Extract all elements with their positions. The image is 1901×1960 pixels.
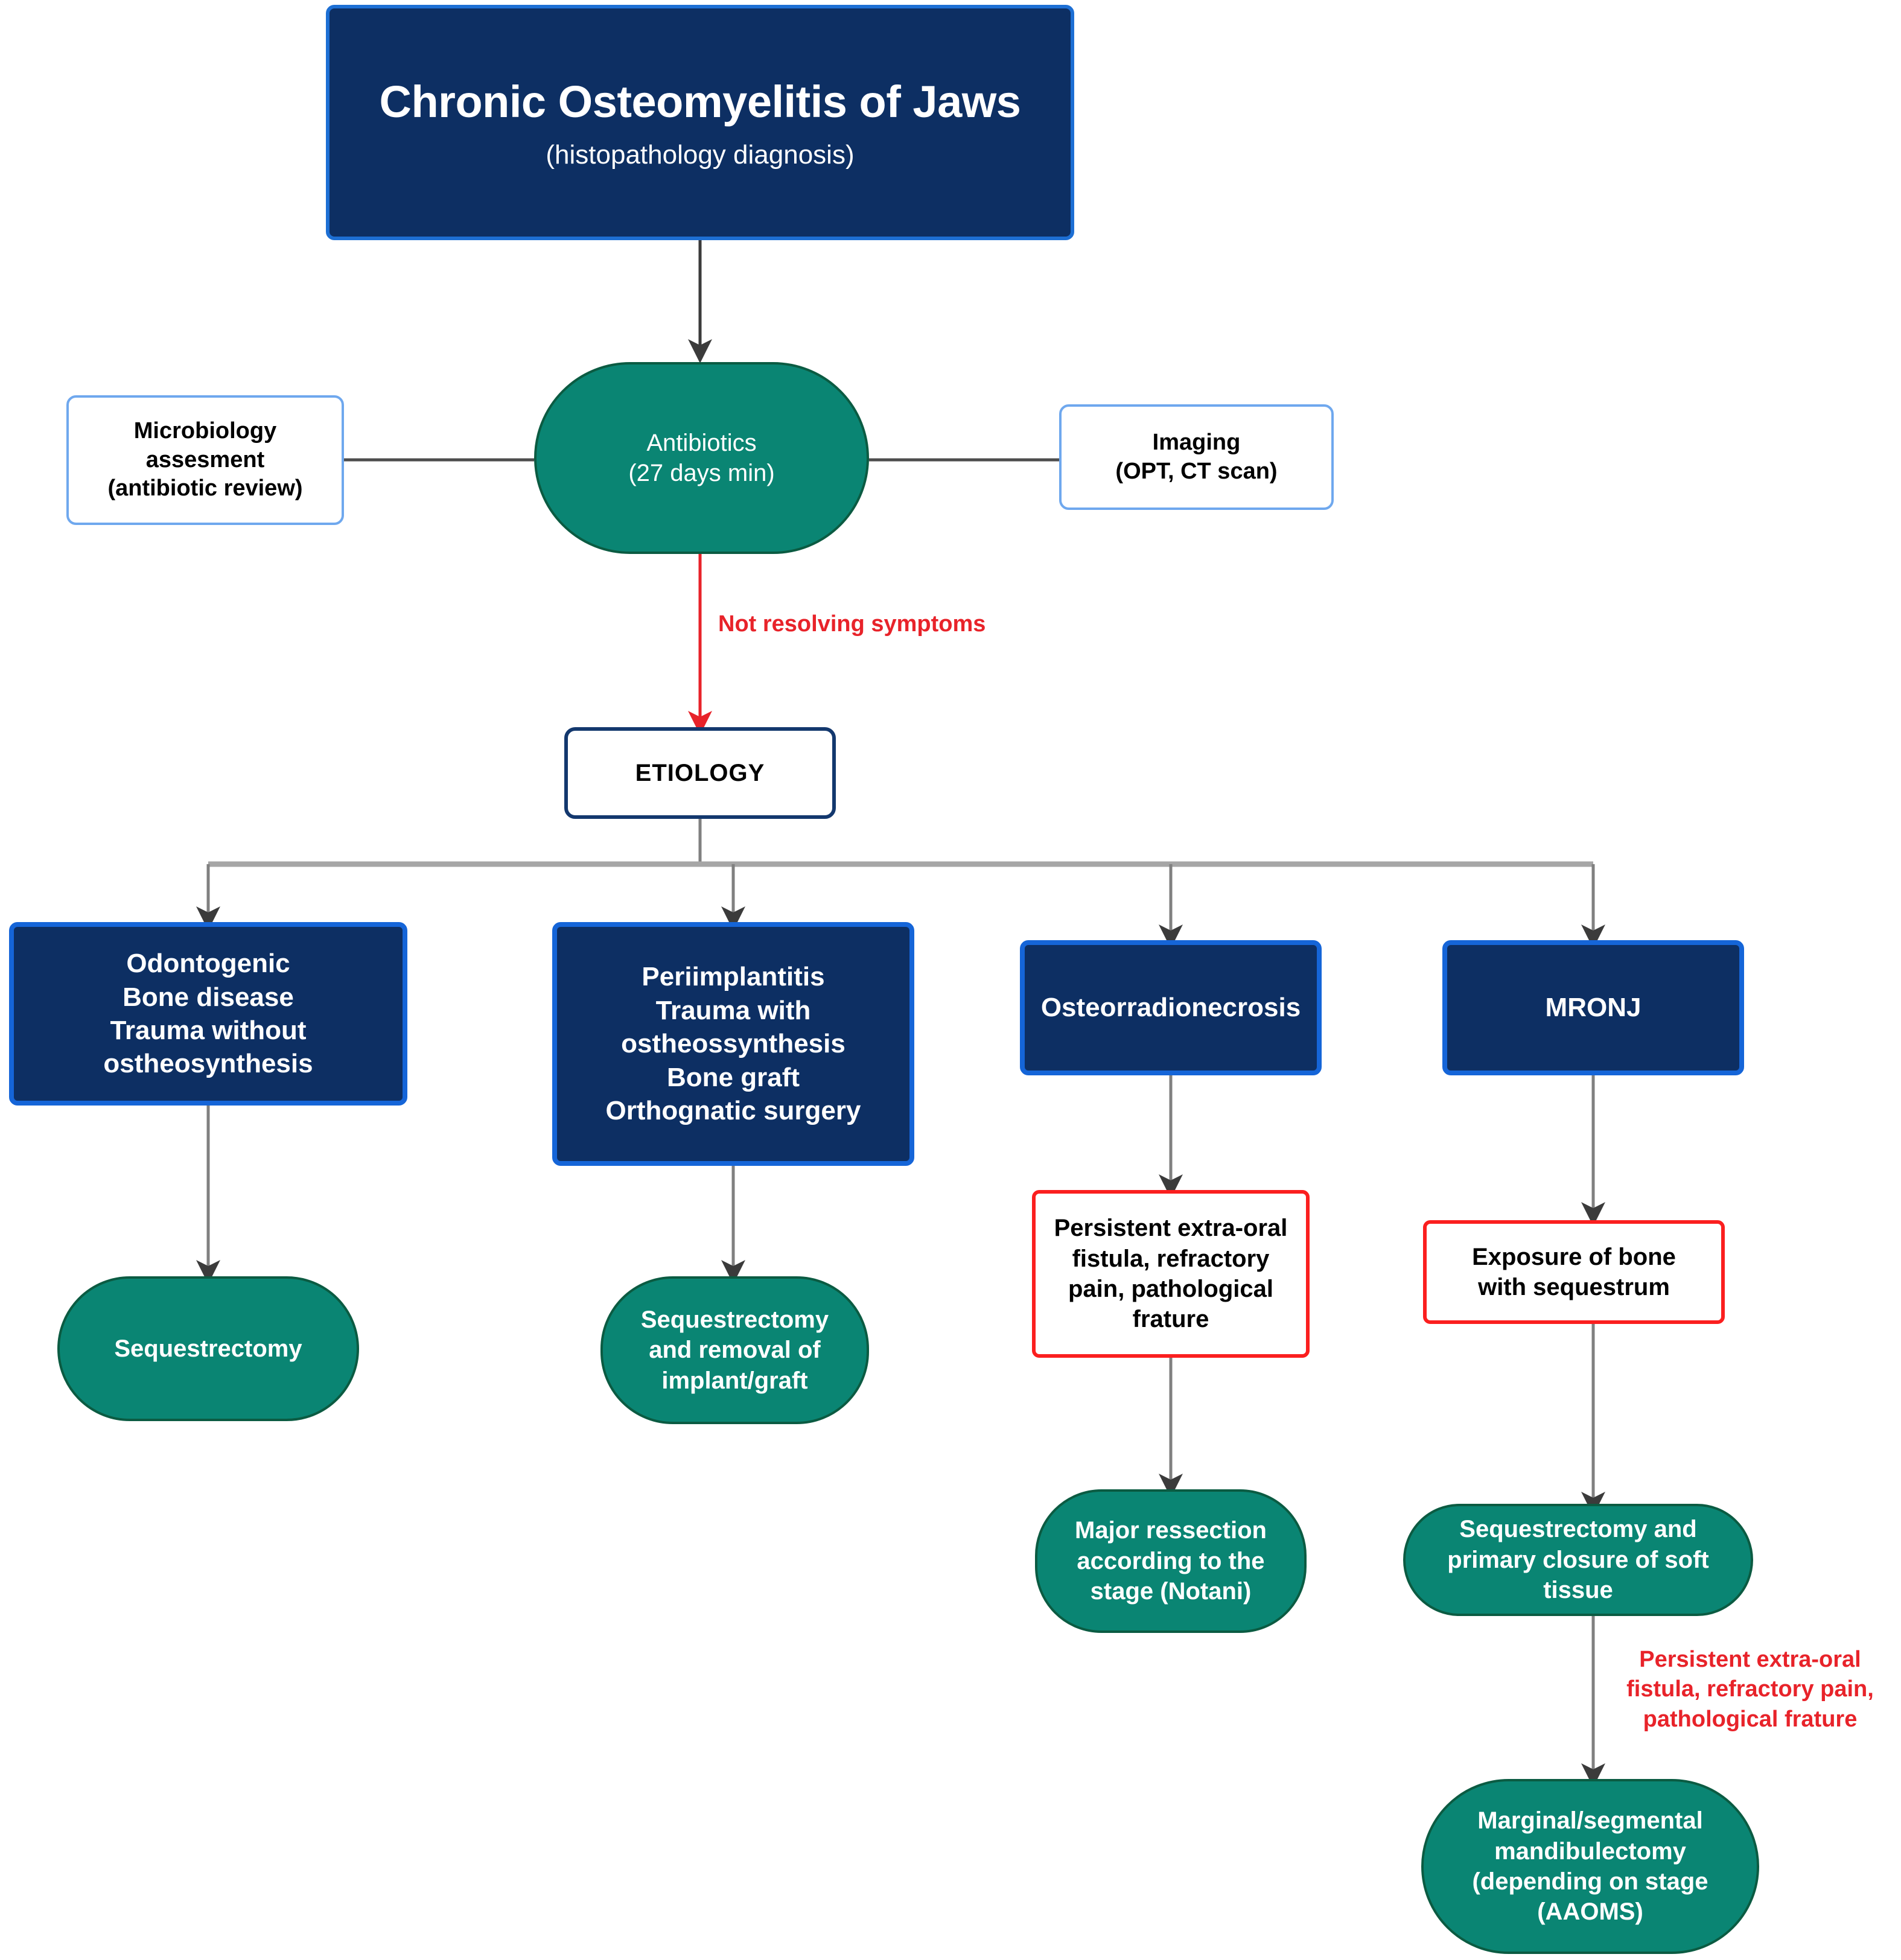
node-cause-osteoradionecrosis: Osteorradionecrosis [1020,940,1322,1075]
node-cause-mronj: MRONJ [1442,940,1744,1075]
node-microbiology-assessment: Microbiology assesment (antibiotic revie… [66,395,344,525]
node-criteria-mronj: Exposure of bone with sequestrum [1423,1220,1725,1324]
node-criteria-osteoradionecrosis: Persistent extra-oral fistula, refractor… [1032,1190,1310,1358]
node-treatment-mandibulectomy: Marginal/segmental mandibulectomy (depen… [1421,1779,1759,1954]
node-imaging: Imaging (OPT, CT scan) [1059,404,1334,510]
edge-label-mronj-escalation: Persistent extra-oral fistula, refractor… [1626,1647,1874,1732]
node-treatment-major-resection: Major ressection according to the stage … [1035,1489,1307,1633]
node-antibiotics: Antibiotics (27 days min) [534,362,869,554]
title-main-text: Chronic Osteomyelitis of Jaws [379,76,1021,127]
edge-label-not-resolving-symptoms: Not resolving symptoms [718,611,986,637]
node-treatment-sequestrectomy-primary-closure: Sequestrectomy and primary closure of so… [1403,1504,1753,1616]
node-title-chronic-osteomyelitis: Chronic Osteomyelitis of Jaws (histopath… [326,5,1074,240]
node-treatment-sequestrectomy-removal: Sequestrectomy and removal of implant/gr… [600,1276,869,1424]
node-etiology: ETIOLOGY [564,727,836,819]
title-sub-text: (histopathology diagnosis) [546,139,855,170]
node-treatment-sequestrectomy: Sequestrectomy [57,1276,359,1421]
node-cause-periimplantitis: Periimplantitis Trauma with ostheossynth… [552,922,914,1166]
node-cause-odontogenic: Odontogenic Bone disease Trauma without … [9,922,407,1106]
